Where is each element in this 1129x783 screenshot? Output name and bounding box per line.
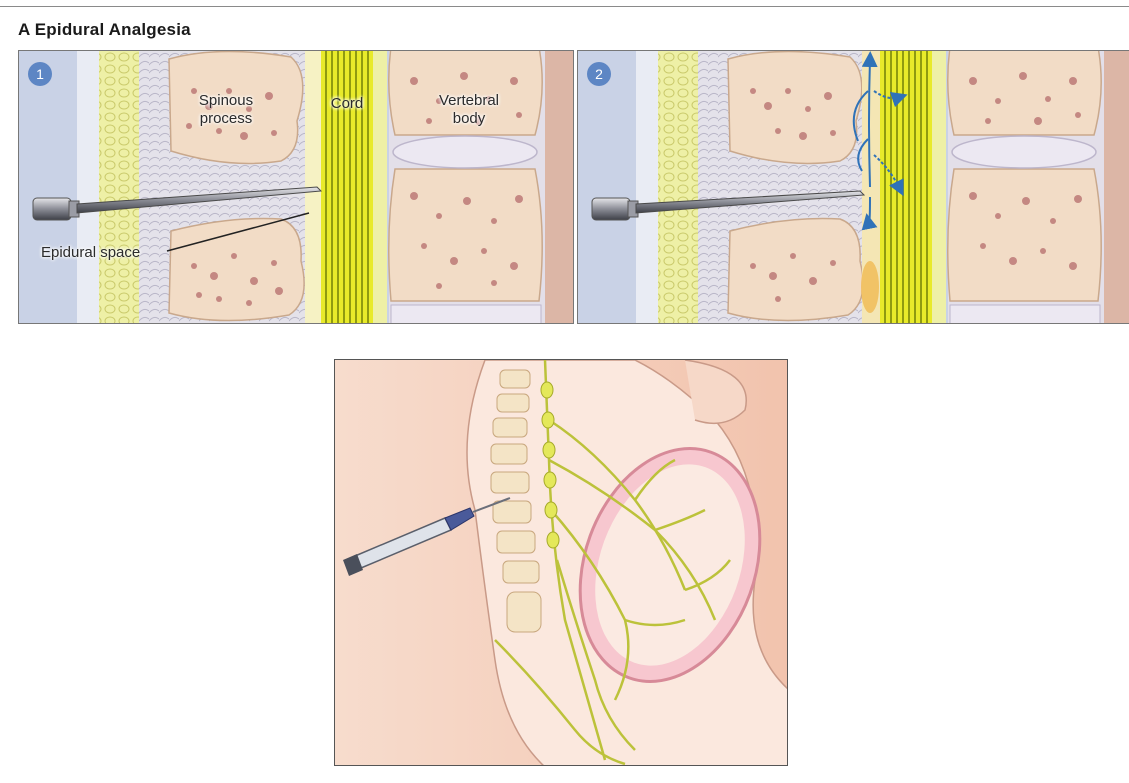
- vertebral-body-lower: [389, 169, 542, 301]
- vertebral-body-lower: [948, 169, 1101, 301]
- spinal-cord: [880, 51, 932, 324]
- panel-needle-insertion: 1 Spinous process Cord Vertebral body Ep…: [18, 50, 574, 324]
- label-spinous-process: Spinous process: [186, 92, 266, 128]
- label-vertebral-body: Vertebral body: [419, 92, 519, 128]
- spinal-cord: [321, 51, 373, 324]
- intervertebral-disc: [393, 136, 537, 168]
- spinous-process-lower: [728, 219, 863, 321]
- top-rule: [0, 6, 1129, 7]
- panel-2-illustration: [578, 51, 1129, 324]
- spinous-process-upper: [728, 51, 862, 163]
- pregnant-patient-illustration: [334, 359, 788, 766]
- spinous-process-lower: [169, 219, 304, 321]
- fat-layer: [99, 51, 139, 324]
- figure-title: A Epidural Analgesia: [18, 20, 191, 40]
- bottom-illustration: [335, 360, 788, 766]
- vertebral-body-upper: [948, 51, 1101, 135]
- step-2-badge: 2: [587, 62, 611, 86]
- label-epidural-space: Epidural space: [41, 244, 171, 262]
- step-1-badge: 1: [28, 62, 52, 86]
- intervertebral-disc: [952, 136, 1096, 168]
- label-cord: Cord: [322, 95, 372, 113]
- panel-drug-spread: 2: [577, 50, 1129, 324]
